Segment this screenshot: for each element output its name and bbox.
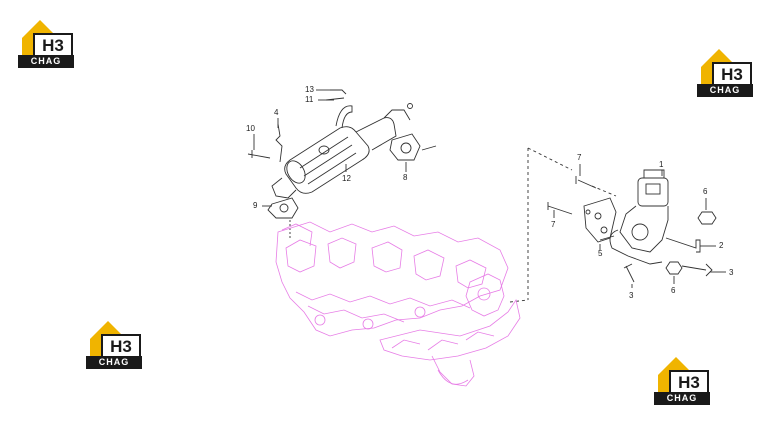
house-logo-icon: H3 [22,20,73,57]
logo-letters: H3 [721,65,743,84]
callout-5: 5 [598,249,603,258]
egr-cooler-part [271,103,413,199]
gasket-8-part [389,133,437,161]
bracket-5-part [583,197,617,243]
callout-3-right: 3 [729,268,734,277]
logo-text: CHAG [654,392,710,405]
cylinder-head-outline [275,221,521,387]
brand-logo-top-right: H3 CHAG [697,45,753,97]
gasket-9-part [267,197,299,219]
brand-logo-bottom-left: H3 CHAG [86,317,142,369]
bolt-2-part [665,237,701,253]
brand-logo-bottom-right: H3 CHAG [654,353,710,405]
nut-6a-part [697,211,717,225]
bolt-3b-part [623,263,635,283]
logo-text: CHAG [18,55,74,68]
bolt-13-part [330,89,347,95]
nut-6b-part [665,261,683,275]
bolt-4-part [275,123,283,163]
callout-1: 1 [659,160,664,169]
callout-13: 13 [305,85,314,94]
callout-8: 8 [403,173,408,182]
callout-2: 2 [719,241,724,250]
callout-6-top: 6 [703,187,708,196]
bolt-10-part [247,150,271,159]
callout-3-left: 3 [629,291,634,300]
callout-12: 12 [342,174,351,183]
logo-text: CHAG [86,356,142,369]
callout-7-bottom: 7 [551,220,556,229]
logo-letters: H3 [110,337,132,356]
logo-letters: H3 [42,36,64,55]
callout-6-bottom: 6 [671,286,676,295]
egr-valve-part [599,169,669,265]
callout-4: 4 [274,108,279,117]
callout-10: 10 [246,124,255,133]
callout-11: 11 [305,95,314,104]
logo-text: CHAG [697,84,753,97]
stud-7b-part [547,202,573,215]
callout-7-top: 7 [577,153,582,162]
bolt-3a-part [681,263,713,277]
house-logo-icon: H3 [701,49,752,86]
house-logo-icon: H3 [658,357,709,394]
callout-9: 9 [253,201,258,210]
logo-letters: H3 [678,373,700,392]
brand-logo-top-left: H3 CHAG [18,16,74,68]
house-logo-icon: H3 [90,321,141,358]
